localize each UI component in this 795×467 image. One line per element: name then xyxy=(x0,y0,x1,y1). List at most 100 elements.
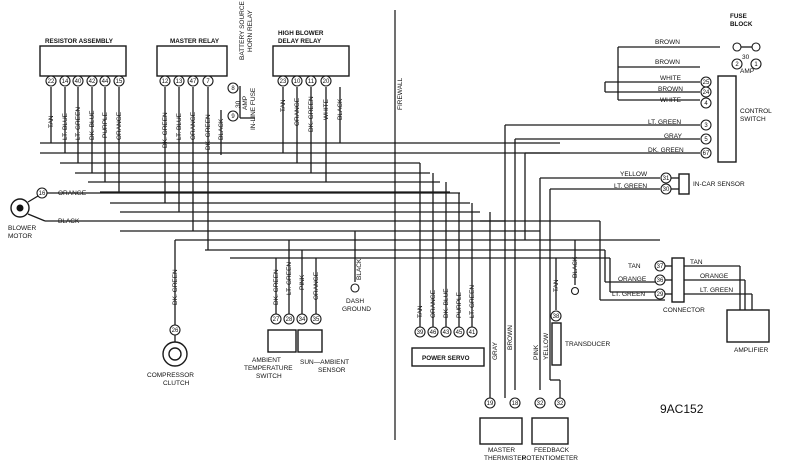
svg-text:LT. BLUE: LT. BLUE xyxy=(176,112,183,140)
svg-text:BLACK: BLACK xyxy=(218,118,225,140)
svg-text:TEMPERATURE: TEMPERATURE xyxy=(244,365,293,372)
svg-text:TAN: TAN xyxy=(280,99,287,112)
svg-text:43: 43 xyxy=(443,330,450,336)
svg-text:2: 2 xyxy=(735,62,739,68)
svg-text:LT. GREEN: LT. GREEN xyxy=(469,285,476,318)
svg-text:25: 25 xyxy=(703,80,710,86)
svg-text:23: 23 xyxy=(280,79,287,85)
svg-text:AMP: AMP xyxy=(242,96,249,110)
svg-text:WHITE: WHITE xyxy=(660,75,682,82)
svg-text:BLOCK: BLOCK xyxy=(730,21,753,28)
svg-text:POWER SERVO: POWER SERVO xyxy=(422,355,470,362)
svg-text:DK. GREEN: DK. GREEN xyxy=(308,96,315,132)
svg-text:37: 37 xyxy=(657,264,664,270)
svg-text:BATTERY SOURCE: BATTERY SOURCE xyxy=(239,0,246,60)
svg-text:ORANGE: ORANGE xyxy=(190,111,197,140)
resistor-assembly: RESISTOR ASSEMBLY xyxy=(39,38,127,77)
svg-text:BLOWER: BLOWER xyxy=(8,225,36,232)
svg-text:SUN—AMBIENT: SUN—AMBIENT xyxy=(300,359,349,366)
svg-text:THERMISTER: THERMISTER xyxy=(484,455,527,462)
svg-text:DK. GREEN: DK. GREEN xyxy=(273,269,280,305)
svg-text:CLUTCH: CLUTCH xyxy=(163,380,190,387)
svg-text:27: 27 xyxy=(273,317,280,323)
svg-text:TAN: TAN xyxy=(628,263,641,270)
svg-text:40: 40 xyxy=(75,79,82,85)
svg-text:LT. GREEN: LT. GREEN xyxy=(612,291,645,298)
svg-text:POTENTIOMETER: POTENTIOMETER xyxy=(522,455,578,462)
svg-text:WHITE: WHITE xyxy=(660,97,682,104)
svg-text:YELLOW: YELLOW xyxy=(543,332,550,360)
horn-relay-fuse: BATTERY SOURCE HORN RELAY 8 9 30 AMP IN-… xyxy=(227,0,257,130)
svg-text:DK. GREEN: DK. GREEN xyxy=(648,147,684,154)
svg-text:DK. GREEN: DK. GREEN xyxy=(172,269,179,305)
svg-text:LT. GREEN: LT. GREEN xyxy=(75,107,82,140)
svg-text:TRANSDUCER: TRANSDUCER xyxy=(565,341,610,348)
svg-text:CONNECTOR: CONNECTOR xyxy=(663,307,705,314)
svg-text:32: 32 xyxy=(557,401,564,407)
svg-text:45: 45 xyxy=(456,330,463,336)
svg-text:22: 22 xyxy=(48,79,55,85)
svg-text:GROUND: GROUND xyxy=(342,306,371,313)
incar-sensor: 31 30 IN-CAR SENSOR YELLOW LT. GREEN xyxy=(614,171,745,195)
svg-text:PURPLE: PURPLE xyxy=(456,291,463,318)
svg-text:31: 31 xyxy=(663,176,670,182)
svg-text:34: 34 xyxy=(299,317,306,323)
svg-text:ORANGE: ORANGE xyxy=(116,111,123,140)
svg-text:LT. GREEN: LT. GREEN xyxy=(700,287,733,294)
svg-text:39: 39 xyxy=(417,330,424,336)
svg-text:47: 47 xyxy=(190,79,197,85)
svg-text:24: 24 xyxy=(703,90,710,96)
svg-text:ORANGE: ORANGE xyxy=(618,276,647,283)
svg-text:3: 3 xyxy=(704,123,708,129)
control-switch: CONTROL SWITCH 25 24 4 3 5 67 WHITE BROW… xyxy=(648,75,772,163)
svg-text:PURPLE: PURPLE xyxy=(102,111,109,138)
svg-text:WHITE: WHITE xyxy=(323,98,330,120)
figure-id: 9AC152 xyxy=(660,402,704,416)
master-thermister: GRAY BROWN 19 18 MASTER THERMISTER xyxy=(479,212,527,462)
svg-text:35: 35 xyxy=(313,317,320,323)
resistor-wire-labels: TAN LT. BLUE LT. GREEN DK. BLUE PURPLE O… xyxy=(48,107,123,140)
svg-text:TAN: TAN xyxy=(48,115,55,128)
main-harness xyxy=(40,46,720,390)
svg-text:ORANGE: ORANGE xyxy=(430,289,437,318)
dash-ground: BLACK DASH GROUND xyxy=(342,231,371,313)
power-servo: TAN ORANGE DK. BLUE PURPLE LT. GREEN 39 … xyxy=(411,163,485,367)
svg-text:7: 7 xyxy=(206,79,210,85)
svg-text:12: 12 xyxy=(162,79,169,85)
fuse-block: FUSE BLOCK BROWN BROWN 2 1 30 AMP xyxy=(655,13,762,75)
svg-text:MASTER RELAY: MASTER RELAY xyxy=(170,38,220,45)
svg-text:18: 18 xyxy=(512,401,519,407)
amplifier: AMPLIFIER xyxy=(726,266,770,354)
svg-text:DK. BLUE: DK. BLUE xyxy=(89,110,96,140)
svg-text:YELLOW: YELLOW xyxy=(620,171,648,178)
svg-text:9: 9 xyxy=(231,114,235,120)
svg-text:DELAY RELAY: DELAY RELAY xyxy=(278,38,322,45)
svg-text:CONTROL: CONTROL xyxy=(740,108,772,115)
svg-text:29: 29 xyxy=(657,292,664,298)
svg-text:41: 41 xyxy=(469,330,476,336)
ambient-sensors: DK. GREEN LT. GREEN PINK ORANGE 27 28 34… xyxy=(244,240,349,380)
resistor-pins: 22 14 40 42 44 15 xyxy=(45,75,125,87)
svg-text:TAN: TAN xyxy=(417,305,424,318)
svg-text:GRAY: GRAY xyxy=(664,133,683,140)
svg-text:IN-LINE FUSE: IN-LINE FUSE xyxy=(250,87,257,130)
svg-text:COMPRESSOR: COMPRESSOR xyxy=(147,372,194,379)
transducer: TAN BLACK 38 TRANSDUCER xyxy=(550,240,610,366)
svg-text:MASTER: MASTER xyxy=(488,447,515,454)
svg-text:LT. BLUE: LT. BLUE xyxy=(62,112,69,140)
svg-text:FEEDBACK: FEEDBACK xyxy=(534,447,570,454)
svg-text:AMBIENT: AMBIENT xyxy=(252,357,281,364)
svg-text:20: 20 xyxy=(323,79,330,85)
svg-text:MOTOR: MOTOR xyxy=(8,233,32,240)
svg-text:44: 44 xyxy=(102,79,109,85)
svg-text:1: 1 xyxy=(754,62,758,68)
svg-text:LT. GREEN: LT. GREEN xyxy=(286,262,293,295)
svg-text:HIGH BLOWER: HIGH BLOWER xyxy=(278,30,324,37)
svg-text:30: 30 xyxy=(235,100,242,108)
svg-text:ORANGE: ORANGE xyxy=(58,190,87,197)
svg-text:DK. GREEN: DK. GREEN xyxy=(205,114,212,150)
svg-text:BROWN: BROWN xyxy=(507,325,514,350)
svg-text:RESISTOR ASSEMBLY: RESISTOR ASSEMBLY xyxy=(45,38,114,45)
svg-text:DK. GREEN: DK. GREEN xyxy=(162,112,169,148)
